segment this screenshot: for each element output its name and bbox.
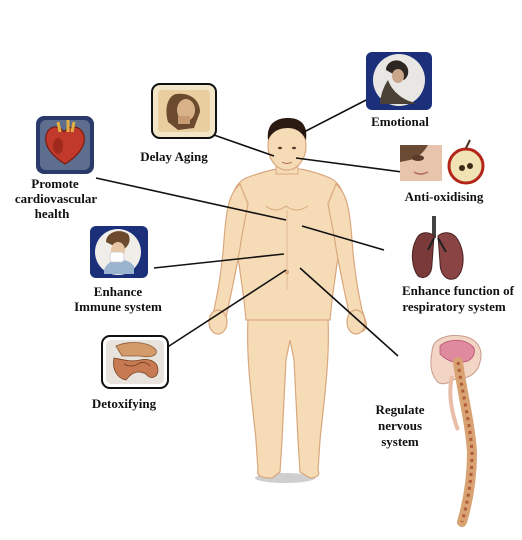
human-body-figure bbox=[208, 118, 367, 483]
intestines-icon bbox=[101, 335, 169, 389]
label-immune-2: Immune system bbox=[74, 299, 162, 314]
label-nervous-1: Regulate bbox=[375, 402, 424, 417]
connector-emotional bbox=[301, 97, 371, 134]
label-cardio-1: Promote bbox=[31, 176, 79, 191]
connector-delay-aging bbox=[213, 134, 275, 157]
stressed-woman-photo bbox=[366, 52, 432, 110]
connector-immune bbox=[153, 253, 285, 269]
label-cardio-3: health bbox=[35, 206, 70, 221]
heart-icon bbox=[36, 116, 94, 174]
label-detox: Detoxifying bbox=[92, 396, 157, 411]
label-emotional: Emotional bbox=[371, 114, 429, 129]
connector-cardio bbox=[95, 177, 287, 221]
connector-antiox bbox=[295, 157, 403, 173]
label-delay-aging: Delay Aging bbox=[140, 149, 208, 164]
label-antiox: Anti-oxidising bbox=[405, 189, 484, 204]
lungs-icon bbox=[411, 216, 464, 280]
connector-respiratory bbox=[301, 225, 385, 251]
label-immune-1: Enhance bbox=[94, 284, 143, 299]
label-respiratory-1: Enhance function of bbox=[402, 283, 515, 298]
apple-face-photo bbox=[400, 139, 485, 185]
sick-child-photo bbox=[90, 226, 148, 278]
connector-nervous bbox=[299, 267, 399, 357]
label-cardio-2: cardiovascular bbox=[15, 191, 98, 206]
label-nervous-3: system bbox=[381, 434, 419, 449]
connector-lines bbox=[95, 97, 403, 357]
label-respiratory-2: respiratory system bbox=[402, 299, 506, 314]
aging-woman-photo bbox=[151, 83, 217, 139]
connector-detox bbox=[165, 269, 287, 349]
label-nervous-2: nervous bbox=[378, 418, 422, 433]
spine-brain-icon bbox=[430, 335, 482, 527]
